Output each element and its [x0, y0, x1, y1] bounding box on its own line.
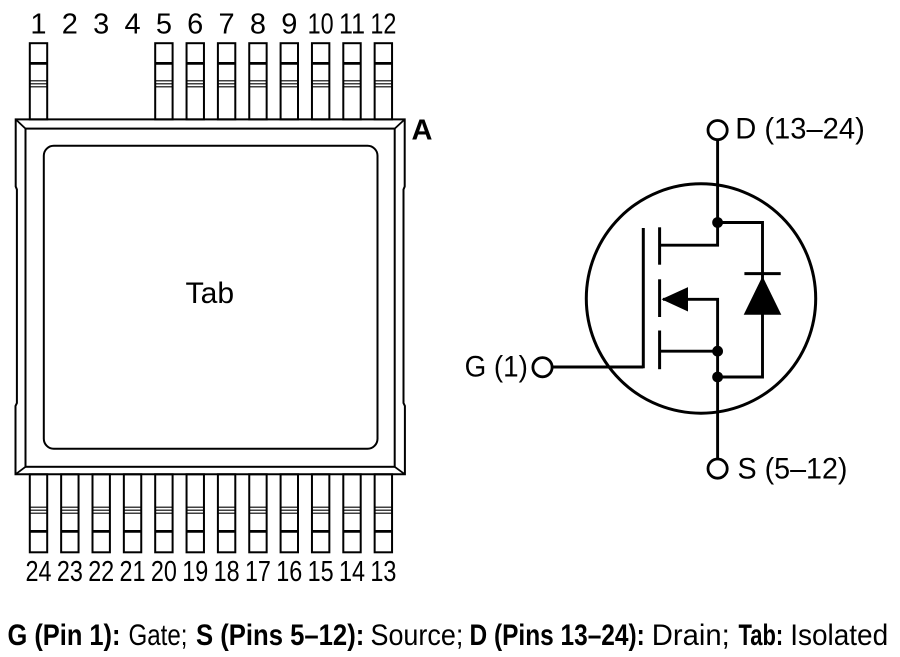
package-inner-outline [24, 127, 396, 468]
pin-label-13: 13 [370, 556, 396, 588]
pin-label-6: 6 [187, 9, 203, 41]
drain-terminal-circle [706, 119, 729, 142]
pin-label-5: 5 [156, 9, 172, 41]
caption-gate-desc: Gate; [129, 619, 188, 652]
pin-15 [310, 473, 331, 554]
package-corner-chamfers [14, 118, 406, 476]
pin-label-21: 21 [120, 556, 146, 588]
pin-label-4: 4 [124, 9, 140, 41]
pin-18 [216, 473, 237, 554]
schematic-enclosure-circle [584, 182, 818, 415]
pin-19 [185, 473, 205, 554]
pin-12 [373, 42, 394, 121]
pin-label-16: 16 [276, 556, 302, 588]
pin-label-8: 8 [250, 9, 266, 41]
pin-label-18: 18 [214, 556, 240, 588]
pin-label-11: 11 [339, 9, 365, 41]
gate-terminal-circle [531, 356, 554, 379]
pin-7 [216, 42, 237, 121]
tab-pad [42, 144, 379, 450]
gate-terminal-label: G (1) [465, 351, 528, 384]
pin-14 [342, 473, 362, 554]
body-arrowhead [661, 287, 688, 312]
pin-label-10: 10 [308, 9, 334, 41]
source-terminal-circle [706, 457, 729, 480]
junction-dot-source [712, 345, 723, 357]
caption-source-term: S (Pins 5–12): [196, 619, 364, 652]
pin-22 [91, 473, 111, 554]
pin-16 [279, 473, 300, 554]
caption-drain-term: D (Pins 13–24): [470, 619, 645, 652]
drain-branch [659, 222, 720, 247]
pin-label-3: 3 [93, 9, 109, 41]
package-body [14, 118, 406, 476]
caption-source-desc: Source; [371, 619, 464, 652]
pin-label-17: 17 [245, 556, 271, 588]
pin-label-15: 15 [308, 556, 334, 588]
source-terminal-label: S (5–12) [738, 453, 848, 486]
pin-label-22: 22 [88, 556, 114, 588]
pin-8 [248, 42, 268, 121]
mosfet-schematic [531, 119, 818, 480]
pin-13 [373, 473, 394, 554]
junction-dot-drain [712, 217, 723, 228]
pin-11 [342, 42, 362, 121]
pin-label-24: 24 [26, 556, 52, 588]
pin-label-12: 12 [370, 9, 396, 41]
caption: G (Pin 1): Gate; S (Pins 5–12): Source; … [8, 619, 889, 652]
pin-label-20: 20 [151, 556, 177, 588]
pin-21 [122, 473, 143, 554]
pin-label-23: 23 [57, 556, 83, 588]
pin-6 [185, 42, 205, 121]
pin-24 [28, 473, 49, 554]
pin-label-7: 7 [219, 9, 235, 41]
pin-17 [248, 473, 268, 554]
pin-1 [28, 42, 49, 121]
package-pins [28, 42, 394, 554]
junction-dot-body [712, 371, 723, 383]
drain-terminal-label: D (13–24) [735, 113, 865, 146]
pin-20 [154, 473, 174, 554]
body-branch [663, 297, 720, 377]
diode-triangle [743, 276, 782, 315]
pin-label-14: 14 [339, 556, 365, 588]
caption-tab-desc: Isolated [790, 619, 888, 652]
caption-drain-desc: Drain; [652, 619, 730, 652]
pin-5 [154, 42, 174, 121]
pin-label-1: 1 [30, 9, 46, 41]
caption-gate-term: G (Pin 1): [8, 619, 121, 652]
caption-tab-term: Tab: [739, 619, 784, 652]
tab-label: Tab [186, 277, 235, 310]
view-indicator-label: A [412, 114, 433, 146]
pin-23 [60, 473, 80, 554]
pin-10 [310, 42, 331, 121]
pin-label-9: 9 [281, 9, 297, 41]
pin-label-19: 19 [182, 556, 208, 588]
pin-label-2: 2 [62, 9, 78, 41]
pin-9 [279, 42, 300, 121]
